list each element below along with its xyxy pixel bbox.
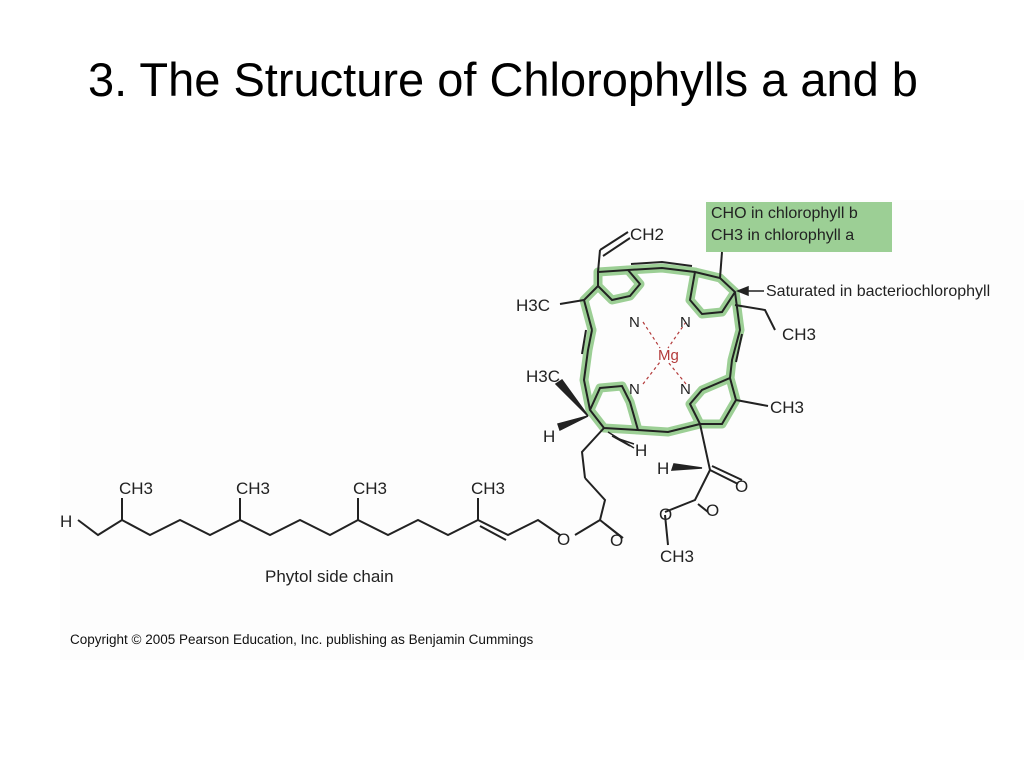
n2-label: N bbox=[680, 314, 691, 331]
ch3-branch1-label: CH3 bbox=[119, 479, 153, 498]
ch3-branch4-label: CH3 bbox=[471, 479, 505, 498]
callout-cho-text: CHO in chlorophyll b bbox=[711, 205, 858, 222]
ch3-ethyl-label: CH3 bbox=[782, 325, 816, 344]
o-keto-label: O bbox=[735, 477, 748, 496]
ch2-vinyl-label: CH2 bbox=[630, 225, 664, 244]
slide-title: 3. The Structure of Chlorophylls a and b bbox=[88, 53, 918, 106]
h-terminal-label: H bbox=[60, 512, 72, 531]
copyright-notice: Copyright © 2005 Pearson Education, Inc.… bbox=[70, 632, 534, 647]
n4-label: N bbox=[680, 381, 691, 398]
h-ring5-label: H bbox=[657, 459, 669, 478]
phytol-label: Phytol side chain bbox=[265, 567, 394, 586]
callout-ch3-text: CH3 in chlorophyll a bbox=[711, 227, 855, 244]
ch3-branch2-label: CH3 bbox=[236, 479, 270, 498]
saturated-arrow bbox=[735, 285, 764, 297]
h-ring4-label: H bbox=[543, 427, 555, 446]
n1-label: N bbox=[629, 314, 640, 331]
ch3-methoxy-label: CH3 bbox=[660, 547, 694, 566]
phytol-chain-bonds bbox=[77, 498, 561, 541]
wedge-bonds bbox=[554, 378, 703, 471]
h-ring4b-label: H bbox=[635, 441, 647, 460]
o-phytol-ester-label: O bbox=[557, 530, 570, 549]
h3c-ring1-label: H3C bbox=[516, 296, 550, 315]
saturated-label: Saturated in bacteriochlorophyll bbox=[766, 283, 990, 300]
chlorophyll-figure bbox=[60, 200, 1024, 660]
ch3-branch3-label: CH3 bbox=[353, 479, 387, 498]
o-carbonyl-label: O bbox=[706, 501, 719, 520]
porphyrin-bonds bbox=[559, 231, 776, 546]
mg-coordination-bonds bbox=[642, 321, 687, 385]
n3-label: N bbox=[629, 381, 640, 398]
ch3-ring3-label: CH3 bbox=[770, 398, 804, 417]
o-phytol-carbonyl-label: O bbox=[610, 531, 623, 550]
mg-label: Mg bbox=[658, 347, 679, 364]
chlorophyll-variant-callout bbox=[706, 202, 892, 252]
o-ester-label: O bbox=[659, 505, 672, 524]
h3c-ring4-label: H3C bbox=[526, 367, 560, 386]
